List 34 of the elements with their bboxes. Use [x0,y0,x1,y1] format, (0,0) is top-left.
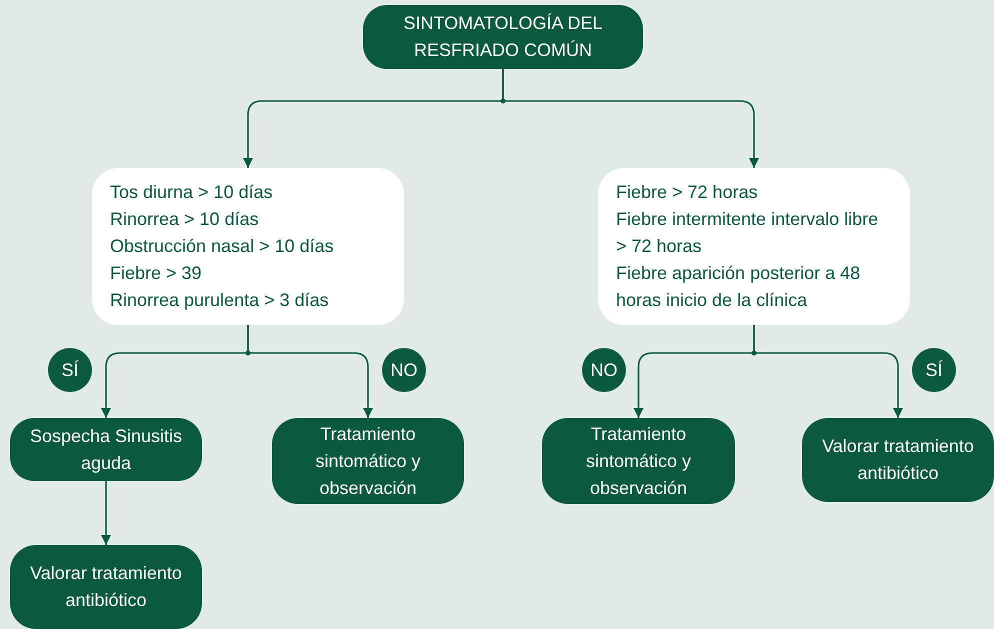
node-text: SINTOMATOLOGÍA DEL RESFRIADO COMÚN [402,12,604,62]
outcome-box [10,545,202,629]
criteria-box [92,168,404,325]
criterion-text: Fiebre aparición posterior a 48 horas inicio de la clínica [616,262,862,312]
criterion-text: Rinorrea purulenta > 3 días [110,289,329,312]
title-box [363,5,643,69]
node-text: Valorar tratamiento antibiótico [821,435,975,485]
arrow [101,481,111,545]
criterion-text: Tos diurna > 10 días [110,181,273,204]
answer-badge [48,348,92,392]
node-text: Sospecha Sinusitis aguda [28,424,184,475]
arrow [247,325,373,418]
outcome-box [802,418,994,502]
arrow [502,69,759,168]
answer-text: SÍ [61,358,78,382]
outcome-box [10,418,202,481]
criterion-text: Obstrucción nasal > 10 días [110,235,334,258]
criteria-box [598,168,910,325]
answer-text: NO [590,358,618,382]
outcome-box [272,418,464,504]
outcome-box [542,418,735,504]
answer-text: NO [390,358,418,382]
arrow [753,325,903,418]
answer-text: SÍ [925,358,942,382]
criterion-text: Fiebre > 72 horas [616,181,758,204]
answer-badge [912,348,956,392]
criterion-text: Fiebre > 39 [110,262,202,285]
answer-badge [382,348,426,392]
node-text: Valorar tratamiento antibiótico [29,562,183,612]
node-text: Tratamiento sintomático y observación [584,422,692,500]
node-text: Tratamiento sintomático y observación [314,422,422,500]
criterion-text: Rinorrea > 10 días [110,208,259,231]
answer-badge [582,348,626,392]
criterion-text: Fiebre intermitente intervalo libre > 72 horas [616,208,880,258]
